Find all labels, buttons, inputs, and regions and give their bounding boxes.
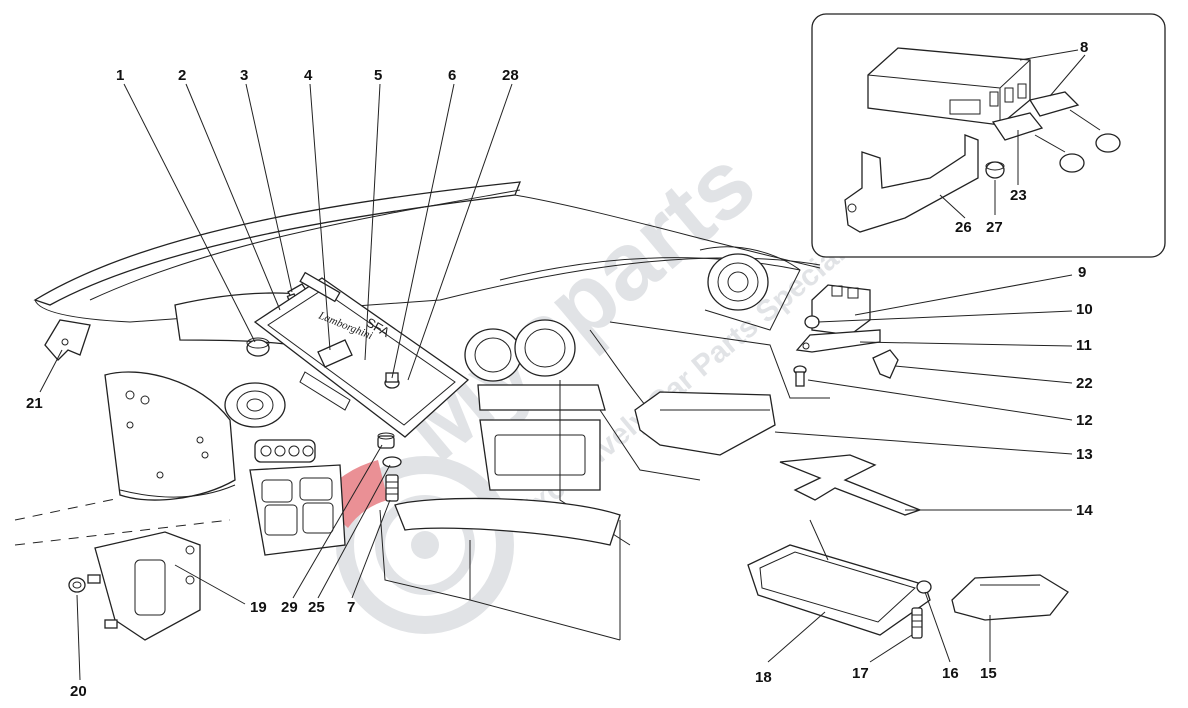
part-12-screw bbox=[793, 365, 807, 387]
right-vent bbox=[707, 253, 769, 311]
callout-7: 7 bbox=[347, 599, 355, 616]
part-25-washer bbox=[382, 456, 402, 468]
part-8-remote-key-icon bbox=[1028, 91, 1121, 153]
callout-8: 8 bbox=[1080, 39, 1088, 56]
leader-lines bbox=[39, 49, 1086, 681]
callout-5: 5 bbox=[374, 67, 382, 84]
center-vent-left bbox=[464, 328, 522, 382]
callout-25: 25 bbox=[308, 599, 325, 616]
callout-2: 2 bbox=[178, 67, 186, 84]
part-29-nut bbox=[377, 432, 395, 449]
callout-15: 15 bbox=[980, 665, 997, 682]
callout-26: 26 bbox=[955, 219, 972, 236]
part-8-alarm-unit bbox=[867, 47, 1031, 126]
part-16-nut bbox=[916, 580, 932, 594]
callout-21: 21 bbox=[26, 395, 43, 412]
callout-29: 29 bbox=[281, 599, 298, 616]
part-15-sensor bbox=[951, 574, 1069, 621]
callout-18: 18 bbox=[755, 669, 772, 686]
callout-19: 19 bbox=[250, 599, 267, 616]
part-7-stud bbox=[385, 474, 399, 502]
callout-23: 23 bbox=[1010, 187, 1027, 204]
callout-1: 1 bbox=[116, 67, 124, 84]
callout-13: 13 bbox=[1076, 446, 1093, 463]
part-21-bracket bbox=[44, 319, 91, 361]
part-22-clip bbox=[872, 349, 899, 379]
part-5-control-unit: Lamborghini SFA bbox=[253, 271, 470, 438]
part-6-nut bbox=[384, 372, 400, 389]
part-17-stud bbox=[911, 607, 923, 639]
part-9-relay bbox=[811, 284, 871, 336]
part-10-spacer bbox=[804, 315, 820, 329]
part-27-nut bbox=[985, 161, 1005, 179]
callout-14: 14 bbox=[1076, 502, 1093, 519]
center-vent-right bbox=[514, 319, 576, 377]
part-20-nut bbox=[68, 577, 86, 593]
callout-20: 20 bbox=[70, 683, 87, 700]
part-1-grommet bbox=[246, 337, 270, 357]
part-13-control-module bbox=[634, 391, 776, 456]
callout-6: 6 bbox=[448, 67, 456, 84]
part-14-bracket bbox=[779, 454, 922, 516]
dashboard-outline bbox=[14, 181, 830, 641]
part-18-tray bbox=[747, 544, 931, 636]
detail-inset bbox=[811, 13, 1166, 258]
part-11-bracket bbox=[795, 329, 881, 353]
callout-27: 27 bbox=[986, 219, 1003, 236]
callout-16: 16 bbox=[942, 665, 959, 682]
callout-12: 12 bbox=[1076, 412, 1093, 429]
part-26-bracket bbox=[844, 134, 979, 233]
callout-10: 10 bbox=[1076, 301, 1093, 318]
callout-17: 17 bbox=[852, 665, 869, 682]
callout-9: 9 bbox=[1078, 264, 1086, 281]
part-19-bracket bbox=[87, 531, 201, 641]
callout-4: 4 bbox=[304, 67, 313, 84]
callout-11: 11 bbox=[1076, 337, 1092, 354]
callout-labels: 1 2 3 4 5 6 28 8 23 26 27 9 10 11 22 12 … bbox=[26, 39, 1093, 700]
callout-22: 22 bbox=[1076, 375, 1093, 392]
callout-28: 28 bbox=[502, 67, 519, 84]
callout-3: 3 bbox=[240, 67, 248, 84]
part-4-connector bbox=[317, 339, 353, 368]
part-23-remote-key-icon bbox=[991, 112, 1085, 173]
